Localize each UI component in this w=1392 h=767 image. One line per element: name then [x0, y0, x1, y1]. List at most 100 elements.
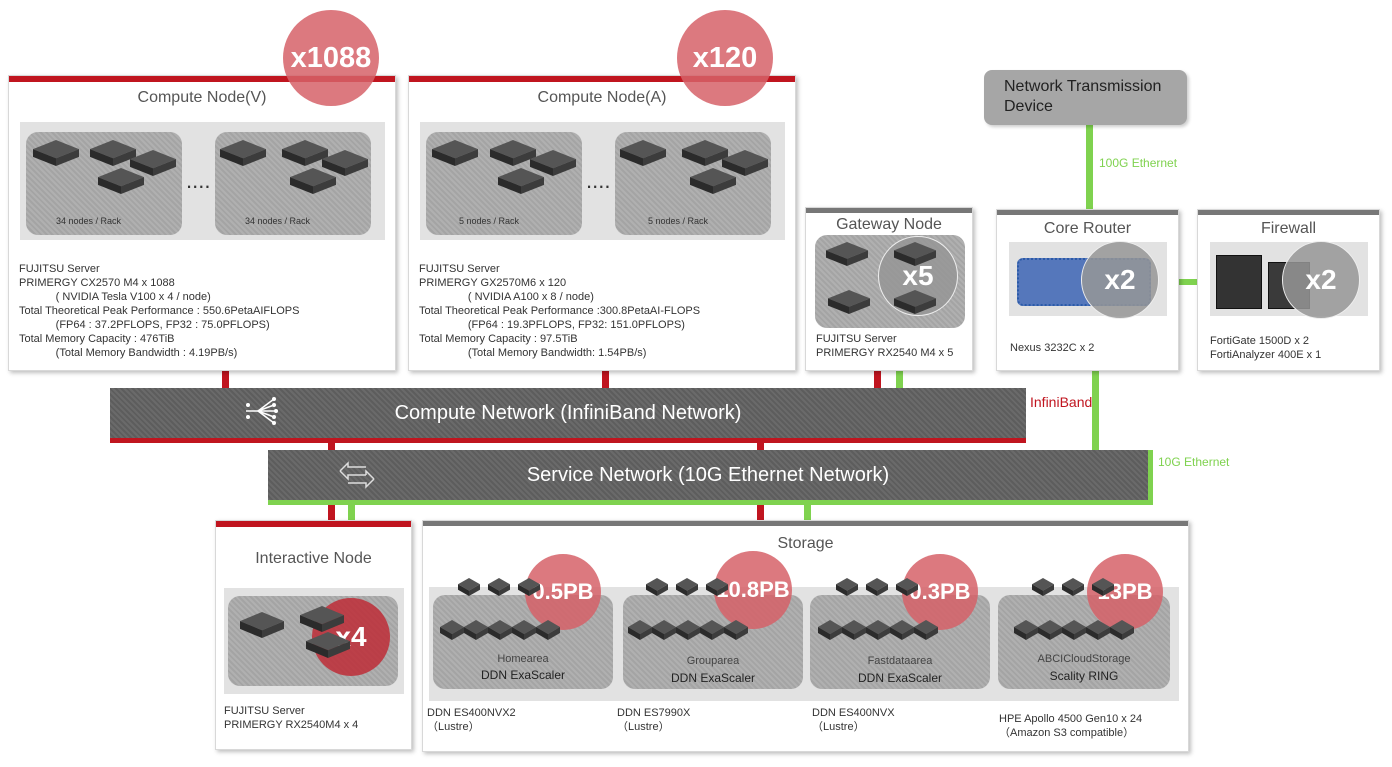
storage-home-capacity-badge: 0.5PB	[525, 554, 601, 630]
link-gateway-eth	[896, 368, 903, 390]
server-box-icon	[1110, 620, 1134, 640]
rack-1-label: 34 nodes / Rack	[56, 216, 122, 226]
server-box-icon	[706, 578, 728, 596]
panel-accent-bar	[423, 521, 1188, 526]
panel-accent-bar	[1198, 210, 1379, 215]
rack-2-label: 34 nodes / Rack	[245, 216, 311, 226]
compute-node-a-panel: Compute Node(A) .... 5 nodes / Rack 5 no…	[408, 75, 796, 371]
server-box-icon	[130, 150, 176, 176]
link-router-firewall	[1175, 279, 1199, 285]
link-gateway-ib	[874, 368, 881, 390]
server-box-icon	[894, 290, 936, 314]
storage-unit-home-spec: DDN ES400NVX2 （Lustre）	[427, 707, 516, 733]
core-router-count-badge: x2	[1081, 241, 1159, 319]
server-box-icon	[1014, 620, 1038, 640]
panel-accent-bar	[216, 521, 411, 527]
storage-unit-home-system: DDN ExaScaler	[480, 668, 566, 682]
gateway-node-spec: FUJITSU Server PRIMERGY RX2540 M4 x 5	[816, 333, 954, 359]
service-network-label: Service Network (10G Ethernet Network)	[526, 463, 890, 486]
server-box-icon	[490, 140, 536, 166]
server-box-icon	[894, 242, 936, 266]
server-box-icon	[488, 578, 510, 596]
storage-unit-fast-area: Fastdataarea	[867, 655, 933, 667]
interactive-node-title: Interactive Node	[255, 550, 372, 567]
panel-accent-bar	[9, 76, 395, 82]
bidirectional-arrows-icon	[336, 459, 378, 496]
server-box-icon	[282, 140, 328, 166]
storage-unit-home-area: Homearea	[497, 653, 549, 665]
link-compute-v-ib	[222, 368, 229, 390]
server-box-icon	[620, 140, 666, 166]
server-box-icon	[220, 140, 266, 166]
server-box-icon	[458, 578, 480, 596]
storage-title: Storage	[777, 535, 834, 552]
server-box-icon	[322, 150, 368, 176]
server-box-icon	[98, 168, 144, 194]
infiniband-label: InfiniBand	[1030, 394, 1093, 410]
server-box-icon	[652, 620, 676, 640]
compute-node-a-title: Compute Node(A)	[537, 89, 667, 106]
network-transmission-device: Network Transmission Device	[984, 70, 1187, 125]
storage-unit-fast-spec: DDN ES400NVX （Lustre）	[812, 707, 895, 733]
compute-node-a-spec: FUJITSU Server PRIMERGY GX2570M6 x 120 (…	[419, 263, 701, 359]
link-eth-interactive	[348, 500, 355, 523]
link-label-10g: 10G Ethernet	[1158, 455, 1230, 469]
firewall-spec: FortiGate 1500D x 2 FortiAnalyzer 400E x…	[1210, 335, 1322, 361]
server-box-icon	[866, 578, 888, 596]
compute-node-a-count-badge: x120	[677, 10, 773, 106]
storage-group-capacity-badge: 10.8PB	[714, 551, 792, 629]
panel-accent-bar	[806, 208, 972, 213]
link-netdev-router	[1086, 124, 1093, 214]
link-compute-a-ib	[602, 368, 609, 390]
server-box-icon	[842, 620, 866, 640]
server-box-icon	[1062, 620, 1086, 640]
server-box-icon	[682, 140, 728, 166]
link-router-service	[1092, 368, 1099, 468]
server-box-icon	[826, 242, 868, 266]
gateway-node-title: Gateway Node	[836, 216, 942, 233]
compute-network-bar: Compute Network (InfiniBand Network)	[110, 388, 1026, 443]
server-box-icon	[440, 620, 464, 640]
storage-unit-cloud-system: Scality RING	[1049, 669, 1119, 683]
ellipsis-icon: ....	[586, 168, 611, 193]
storage-unit-group-area: Grouparea	[686, 655, 740, 667]
storage-unit-cloud-spec: HPE Apollo 4500 Gen10 x 24 （Amazon S3 co…	[999, 713, 1143, 739]
server-box-icon	[628, 620, 652, 640]
server-box-icon	[530, 150, 576, 176]
compute-node-v-count-badge: x1088	[283, 10, 379, 106]
server-box-icon	[836, 578, 858, 596]
storage-unit-fast-system: DDN ExaScaler	[857, 671, 943, 685]
server-box-icon	[896, 578, 918, 596]
server-box-icon	[498, 168, 544, 194]
interactive-node-spec: FUJITSU Server PRIMERGY RX2540M4 x 4	[224, 705, 359, 731]
server-box-icon	[290, 168, 336, 194]
firewall-count-badge: x2	[1282, 241, 1360, 319]
server-box-icon	[432, 140, 478, 166]
server-box-icon	[300, 606, 344, 632]
server-box-icon	[1092, 578, 1114, 596]
link-eth-storage	[804, 500, 811, 523]
server-box-icon	[890, 620, 914, 640]
compute-node-v-spec: FUJITSU Server PRIMERGY CX2570 M4 x 1088…	[19, 263, 300, 359]
server-box-icon	[518, 578, 540, 596]
server-box-icon	[676, 578, 698, 596]
server-box-icon	[512, 620, 536, 640]
compute-node-v-title: Compute Node(V)	[137, 89, 267, 106]
server-box-icon	[240, 612, 284, 638]
compute-network-label: Compute Network (InfiniBand Network)	[394, 401, 742, 424]
panel-accent-bar	[409, 76, 795, 82]
server-box-icon	[33, 140, 79, 166]
storage-fast-capacity-badge: 0.3PB	[902, 554, 978, 630]
server-box-icon	[690, 168, 736, 194]
rack-2-label: 5 nodes / Rack	[648, 216, 709, 226]
link-label-100g: 100G Ethernet	[1099, 156, 1178, 170]
core-router-title: Core Router	[1043, 220, 1132, 237]
firewall-device-icon	[1216, 255, 1262, 309]
storage-unit-group-system: DDN ExaScaler	[670, 671, 756, 685]
server-box-icon	[676, 620, 700, 640]
storage-unit-cloud-area: ABCICloudStorage	[1037, 653, 1131, 665]
server-box-icon	[866, 620, 890, 640]
firewall-title: Firewall	[1260, 220, 1317, 237]
server-box-icon	[1032, 578, 1054, 596]
server-box-icon	[722, 150, 768, 176]
